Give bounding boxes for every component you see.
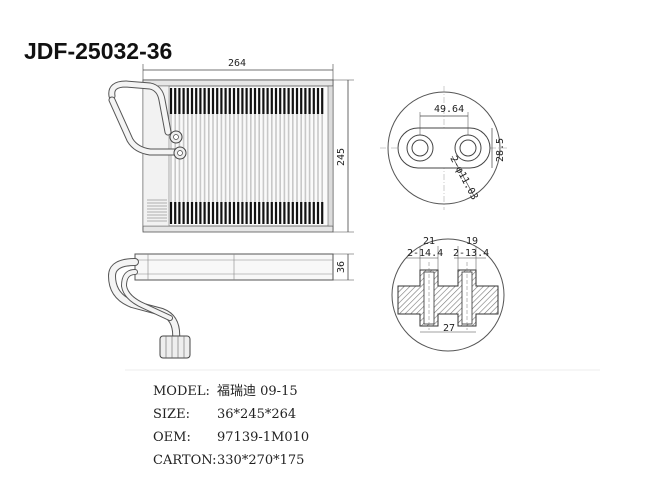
- top-header-tank: [142, 79, 334, 87]
- spec-label: MODEL:: [153, 384, 210, 399]
- depth-dimension: 36: [336, 261, 347, 273]
- port-section-view: 21 2-14.4 19 2-13.4 27: [391, 236, 505, 352]
- spec-value: 97139-1M010: [217, 430, 310, 445]
- spec-label: CARTON:: [153, 453, 217, 468]
- width-dimension: 264: [228, 58, 246, 69]
- product-title: JDF-25032-36: [24, 38, 173, 64]
- evaporator-front-view: 264 245: [108, 58, 354, 233]
- spec-table: MODEL: 福瑞迪 09-15 SIZE: 36*245*264 OEM: 9…: [153, 380, 309, 472]
- spec-value: 36*245*264: [217, 407, 297, 422]
- right-side-plate: [327, 85, 334, 227]
- right-port-bore-dimension: 2-13.4: [453, 248, 489, 259]
- spec-value: 330*270*175: [217, 453, 305, 468]
- spec-row-model: MODEL: 福瑞迪 09-15: [153, 380, 309, 403]
- port-height-dimension: 28.5: [495, 138, 506, 162]
- spec-row-carton: CARTON: 330*270*175: [153, 449, 309, 472]
- left-port-bore-dimension: 2-14.4: [407, 248, 443, 259]
- spec-label: SIZE:: [153, 407, 190, 422]
- port-base-dimension: 27: [443, 323, 455, 334]
- right-port-top-dimension: 19: [466, 236, 478, 247]
- spec-value: 福瑞迪 09-15: [217, 384, 298, 399]
- section-body-hatched: [397, 269, 499, 327]
- bottom-header-tank: [142, 225, 334, 233]
- fin-stack: [147, 88, 324, 224]
- port-flange-view: 49.64 28.5 2-φ11.03: [380, 86, 508, 210]
- spec-row-size: SIZE: 36*245*264: [153, 403, 309, 426]
- spec-row-oem: OEM: 97139-1M010: [153, 426, 309, 449]
- height-dimension: 245: [336, 148, 347, 166]
- left-port-top-dimension: 21: [423, 236, 435, 247]
- port-spacing-dimension: 49.64: [434, 104, 464, 115]
- spec-label: OEM:: [153, 430, 191, 445]
- evaporator-bottom-view: 36: [107, 253, 354, 359]
- pipe-fitting: [159, 335, 191, 359]
